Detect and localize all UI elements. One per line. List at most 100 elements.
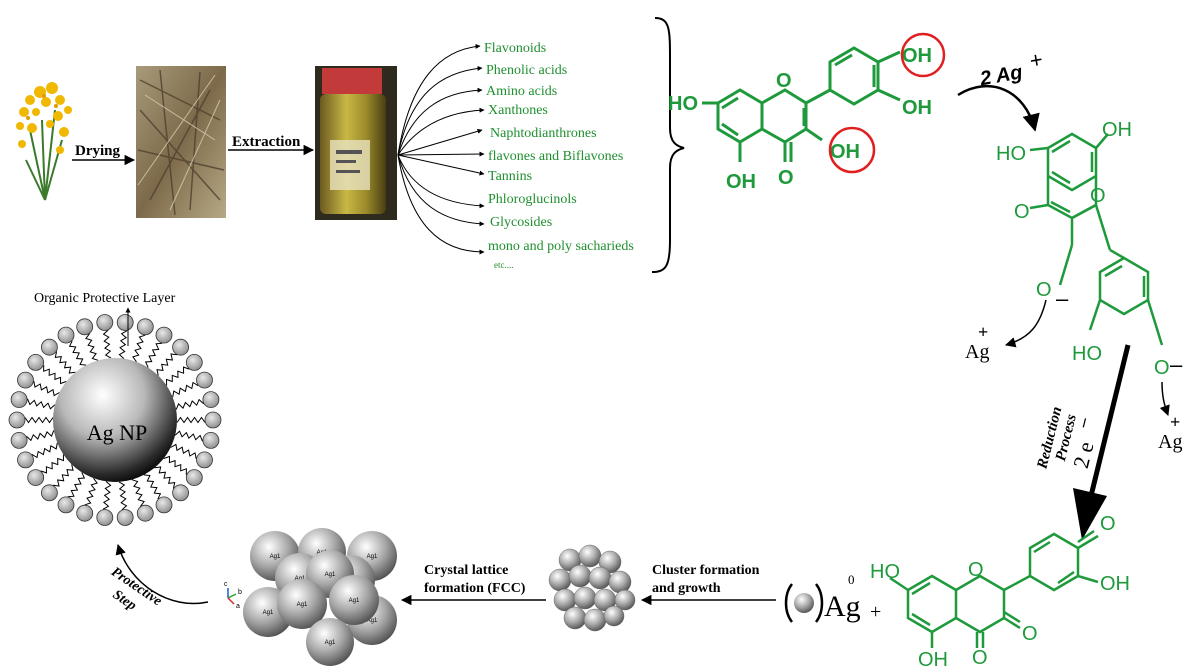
brace xyxy=(651,17,685,273)
ag-release-arrow xyxy=(1159,381,1170,416)
highlight-circle xyxy=(828,126,876,174)
ligand-head xyxy=(136,504,154,522)
ligand-chain xyxy=(54,351,76,374)
compound-arrows xyxy=(397,43,485,255)
svg-text:OH: OH xyxy=(918,649,948,666)
plant-image xyxy=(16,82,72,201)
ligand-chain xyxy=(170,443,197,459)
svg-text:OH: OH xyxy=(726,171,756,193)
svg-text:Cluster formation: Cluster formation xyxy=(652,563,760,578)
svg-text:formation (FCC): formation (FCC) xyxy=(424,581,526,596)
ligand-head xyxy=(57,496,75,514)
svg-text:Ag1: Ag1 xyxy=(325,572,336,578)
ligand-chain xyxy=(131,479,145,507)
svg-text:+: + xyxy=(1028,47,1045,74)
svg-text:OH: OH xyxy=(830,141,860,163)
svg-text:HO: HO xyxy=(996,143,1026,165)
ligand-head xyxy=(8,411,26,429)
ligand-head xyxy=(17,371,34,389)
ligand-head xyxy=(116,509,134,526)
reagent-label: 2 Ag + xyxy=(977,47,1045,91)
ligand-chain xyxy=(144,342,163,368)
ligand-chain xyxy=(143,474,162,500)
svg-text:Ag1: Ag1 xyxy=(349,598,360,604)
ligand-head xyxy=(202,431,220,449)
fcc-lattice: Ag1 Ag1 Ag1 Ag1 Ag1 Ag1 Ag1 Ag1 Ag1 Ag1 … xyxy=(243,528,397,666)
ag-release-arrow xyxy=(1004,299,1047,348)
svg-text:O: O xyxy=(1100,513,1116,535)
ligand-head xyxy=(27,353,45,371)
ligand-chain xyxy=(27,398,56,410)
ag-ion-label: Ag xyxy=(1158,431,1182,453)
ligand-chain xyxy=(163,455,187,475)
svg-text:Ag1: Ag1 xyxy=(295,576,306,582)
ligand-head xyxy=(57,326,75,344)
ligand-chain xyxy=(24,416,54,424)
svg-text:+: + xyxy=(978,322,988,342)
reduction-label: Reduction Process 2 e – xyxy=(1034,405,1098,471)
ligand-head xyxy=(172,338,190,356)
compound-item: Xanthones xyxy=(488,103,548,118)
svg-text:O: O xyxy=(776,70,792,92)
molecule-2 xyxy=(1029,132,1164,346)
ligand-head xyxy=(196,451,213,469)
svg-text:Ag1: Ag1 xyxy=(367,618,378,624)
compound-item: etc.... xyxy=(494,260,514,270)
svg-text:HO: HO xyxy=(870,561,900,583)
ligand-chain xyxy=(33,381,60,397)
ligand-head xyxy=(204,411,222,429)
ligand-chain xyxy=(165,366,190,386)
ligand-head xyxy=(41,338,58,356)
oxidation-arrow xyxy=(957,84,1040,132)
ligand-chain xyxy=(118,481,128,511)
svg-text:O: O xyxy=(1090,185,1106,207)
ligand-head xyxy=(41,484,58,502)
svg-text:Crystal lattice: Crystal lattice xyxy=(424,563,508,578)
svg-text:O: O xyxy=(968,559,984,581)
ligand-head xyxy=(96,509,114,526)
ligand-chain xyxy=(43,365,67,385)
dried-herb-image xyxy=(136,66,226,218)
svg-text:b: b xyxy=(238,589,242,596)
ligand-head xyxy=(172,484,190,502)
ligand-head xyxy=(185,469,203,487)
ligand-chain xyxy=(175,398,204,410)
compound-item: Phenolic acids xyxy=(486,63,567,78)
ligand-chain xyxy=(31,442,58,459)
ligand-chain xyxy=(40,454,65,474)
svg-text:O: O xyxy=(1154,357,1170,379)
ligand-chain xyxy=(172,381,199,398)
ligand-head xyxy=(10,391,28,409)
compound-item: Flavonoids xyxy=(484,41,546,56)
svg-text:–: – xyxy=(1170,352,1183,377)
nanoparticle-label: Ag NP xyxy=(87,420,148,445)
svg-text:OH: OH xyxy=(1102,119,1132,141)
svg-text:O: O xyxy=(972,647,988,666)
ligand-chain xyxy=(174,430,203,442)
ligand-chain xyxy=(68,340,87,366)
ligand-head xyxy=(76,504,94,522)
ligand-head xyxy=(155,496,173,514)
compound-item: flavones and Biflavones xyxy=(488,149,623,164)
ag-cluster xyxy=(548,544,636,632)
ag0-atom: Ag Ag 0 + xyxy=(784,572,881,623)
molecule-1-labels: HO O O OH OH OH OH xyxy=(668,32,946,193)
svg-text:Ag1: Ag1 xyxy=(263,610,274,616)
ligand-head xyxy=(17,451,34,469)
svg-text:O: O xyxy=(1014,201,1030,223)
svg-text:Ag1: Ag1 xyxy=(325,640,336,646)
ligand-chain xyxy=(176,416,206,424)
ligand-head xyxy=(27,469,45,487)
axis-triad: c b a xyxy=(224,581,242,610)
ligand-chain xyxy=(84,477,98,506)
ligand-chain xyxy=(85,333,99,361)
ligand-head xyxy=(96,314,114,331)
svg-text:+: + xyxy=(870,601,881,623)
svg-text:HO: HO xyxy=(668,93,698,115)
ag-ion-label: Ag xyxy=(965,341,989,363)
reduction-arrowhead xyxy=(1073,488,1107,540)
svg-text:HO: HO xyxy=(1072,343,1102,365)
compound-item: Naphtodianthrones xyxy=(490,126,597,141)
compound-list: Flavonoids Phenolic acids Amino acids Xa… xyxy=(484,41,634,270)
